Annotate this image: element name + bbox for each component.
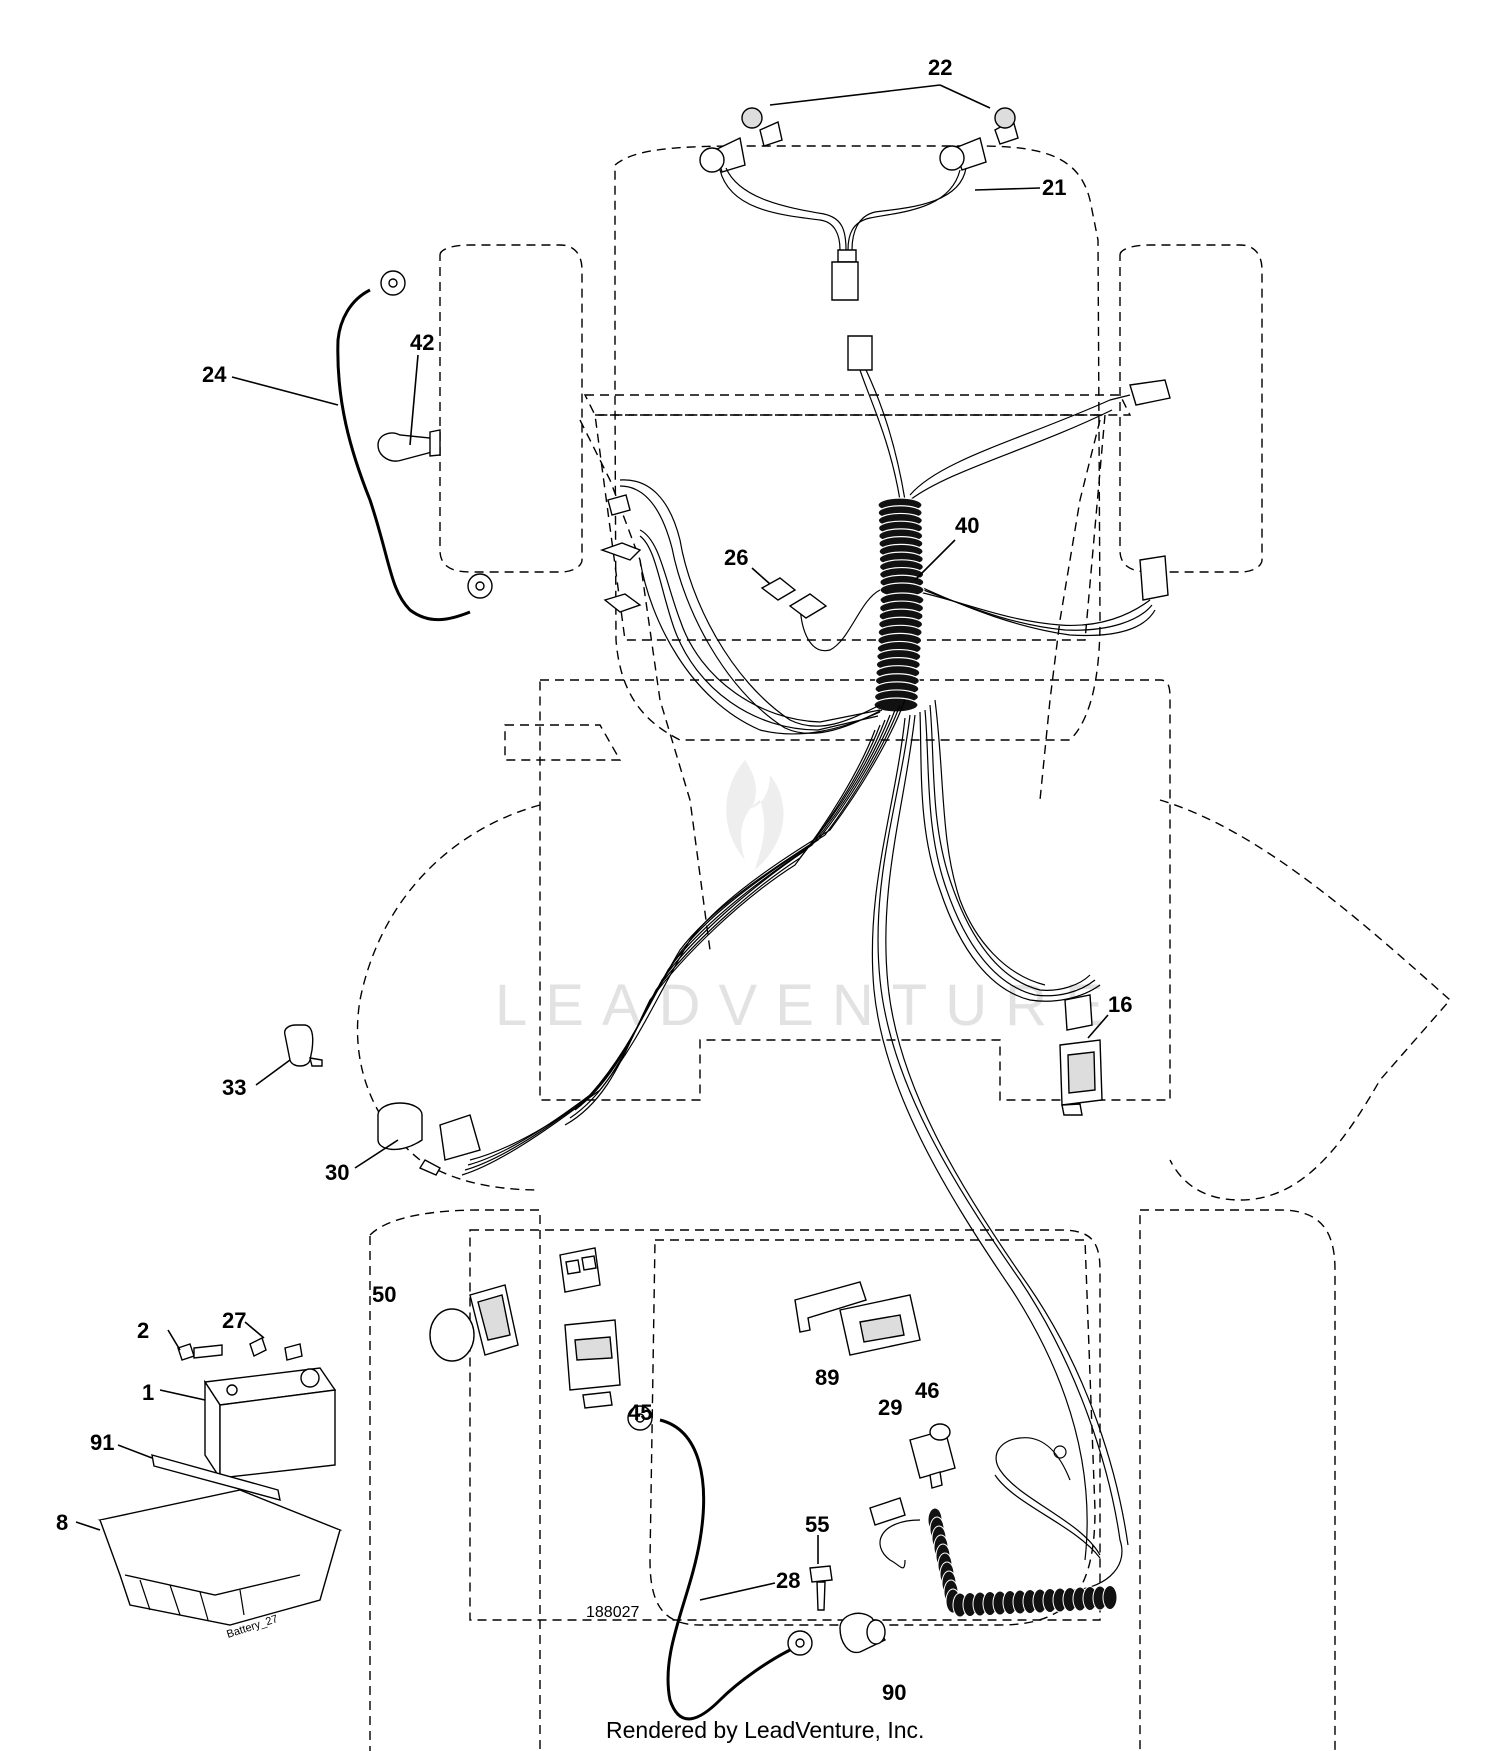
footer-credit: Rendered by LeadVenture, Inc. <box>606 1717 924 1743</box>
part-30-ignition <box>377 1102 481 1176</box>
seat-switch-coil <box>927 1507 1118 1618</box>
watermark: LEADVENTURE <box>495 760 1122 1038</box>
main-harness-loom <box>461 369 1156 1591</box>
callout-55: 55 <box>805 1512 829 1537</box>
callout-50: 50 <box>372 1282 396 1307</box>
part-42-boot <box>377 429 441 462</box>
callout-22: 22 <box>928 55 952 80</box>
seat-switch-wires <box>879 1437 1101 1569</box>
part-89-bracket <box>794 1281 867 1333</box>
part-27-terminal <box>249 1337 303 1361</box>
callout-40: 40 <box>955 513 979 538</box>
callout-labels: 22 21 24 42 40 26 16 33 30 50 2 27 1 91 … <box>56 55 1132 1705</box>
connector-block <box>559 1247 601 1293</box>
headlight-assembly <box>699 107 1019 173</box>
callout-28: 28 <box>776 1568 800 1593</box>
part-50-switch <box>429 1284 519 1362</box>
right-connectors <box>1129 379 1171 601</box>
harness-coil-middle <box>873 592 925 713</box>
headlight-harness <box>719 167 967 371</box>
part-33-key <box>283 1024 323 1067</box>
part-45-hour-meter <box>564 1319 621 1409</box>
left-branch-wires <box>619 479 883 735</box>
part-1-battery <box>203 1367 337 1481</box>
callout-8: 8 <box>56 1510 68 1535</box>
leader-lines <box>75 84 1109 1601</box>
callout-42: 42 <box>410 330 434 355</box>
part-91-strap <box>151 1454 281 1501</box>
seat-switch-plug <box>869 1497 906 1526</box>
part-55-screw <box>809 1565 833 1611</box>
battery-cable-28 <box>627 1405 813 1721</box>
callout-26: 26 <box>724 545 748 570</box>
diagram-id: 188027 <box>586 1604 639 1621</box>
part-90-boot <box>839 1612 886 1654</box>
callout-91: 91 <box>90 1430 114 1455</box>
part-8-battery-tray <box>97 1489 343 1626</box>
callout-46: 46 <box>915 1378 939 1403</box>
callout-24: 24 <box>202 362 227 387</box>
part-2-bolt <box>177 1343 223 1361</box>
battery-cable-24 <box>336 270 493 622</box>
watermark-text: LEADVENTURE <box>495 973 1122 1038</box>
callout-90: 90 <box>882 1680 906 1705</box>
callout-21: 21 <box>1042 175 1066 200</box>
callout-29: 29 <box>878 1395 902 1420</box>
callout-27: 27 <box>222 1308 246 1333</box>
callout-16: 16 <box>1108 992 1132 1017</box>
callout-2: 2 <box>137 1318 149 1343</box>
callout-30: 30 <box>325 1160 349 1185</box>
part-46-meter <box>839 1294 921 1356</box>
harness-coil-upper <box>877 497 925 598</box>
callout-1: 1 <box>142 1380 154 1405</box>
callout-89: 89 <box>815 1365 839 1390</box>
coil-ring <box>873 697 919 713</box>
part-26-connectors <box>599 494 828 619</box>
coil-ring <box>1102 1585 1118 1610</box>
part-29-switch <box>909 1423 956 1489</box>
tractor-outline <box>356 145 1451 1751</box>
part-16-switch <box>1059 994 1103 1116</box>
callout-45: 45 <box>628 1400 652 1425</box>
callout-33: 33 <box>222 1075 246 1100</box>
